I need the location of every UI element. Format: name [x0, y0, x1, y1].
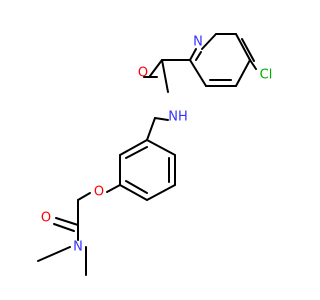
- molecule-svg: N O NH Cl O O N: [37, 33, 273, 276]
- bond: [119, 139, 148, 156]
- bond: [146, 117, 156, 141]
- bond: [235, 33, 251, 61]
- amide-oxygen-label: O: [41, 211, 51, 226]
- amide-nh-label: NH: [168, 110, 188, 125]
- bond: [125, 146, 148, 159]
- pyridine-nitrogen-label: N: [193, 35, 203, 50]
- bond: [55, 217, 79, 226]
- carbonyl-oxygen-label: O: [138, 66, 148, 81]
- bond: [201, 33, 217, 50]
- bond: [53, 223, 75, 232]
- ether-oxygen-label: O: [94, 185, 104, 200]
- bond: [189, 48, 197, 61]
- bond: [106, 184, 121, 193]
- bond: [149, 59, 163, 77]
- dimethyl-nitrogen-label: N: [73, 240, 83, 255]
- bond: [77, 192, 91, 201]
- bond: [154, 117, 169, 121]
- bond: [241, 38, 255, 62]
- bond: [125, 180, 148, 194]
- bond: [195, 51, 202, 61]
- bond: [161, 59, 169, 93]
- bond: [119, 184, 148, 201]
- bond: [249, 59, 257, 70]
- bond: [146, 139, 176, 156]
- bond: [189, 59, 207, 87]
- chlorine-label: Cl: [260, 68, 273, 83]
- bond: [235, 59, 251, 87]
- bond: [37, 246, 71, 262]
- molecule-structure: N O NH Cl O O N: [37, 33, 273, 276]
- bond: [146, 184, 176, 201]
